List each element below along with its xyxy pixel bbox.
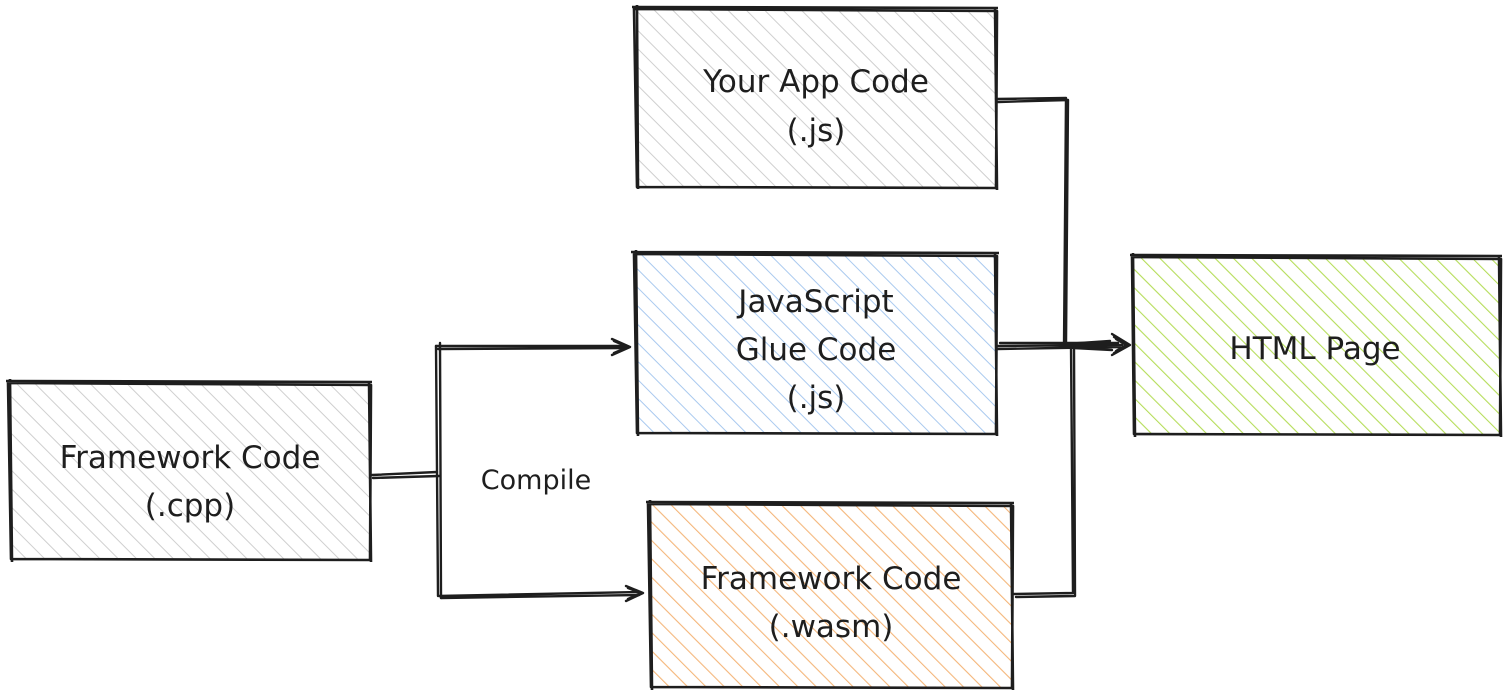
- framework-cpp-extension: (.cpp): [145, 488, 235, 524]
- arrowhead-to-framework-wasm: [624, 584, 645, 603]
- framework-wasm-title: Framework Code: [701, 561, 962, 597]
- glue-code-extension: (.js): [787, 380, 846, 416]
- node-framework-wasm: Framework Code (.wasm): [645, 499, 1015, 691]
- node-glue-code: JavaScript Glue Code (.js): [630, 249, 1000, 437]
- node-app-code: Your App Code (.js): [631, 4, 999, 191]
- glue-code-line-2: Glue Code: [736, 332, 897, 368]
- framework-cpp-title: Framework Code: [60, 440, 321, 476]
- node-html-page: HTML Page: [1129, 252, 1503, 438]
- edge-to-html-page: [994, 96, 1132, 599]
- arrowhead-to-glue-code: [610, 337, 632, 357]
- app-code-title: Your App Code: [702, 64, 929, 100]
- arrowhead-to-html-page: [1110, 332, 1132, 357]
- compile-label: Compile: [481, 465, 591, 496]
- node-framework-cpp: Framework Code (.cpp): [5, 378, 373, 563]
- edge-compile: Compile: [370, 337, 645, 603]
- app-code-extension: (.js): [787, 113, 846, 149]
- glue-code-line-1: JavaScript: [736, 284, 893, 320]
- html-page-title: HTML Page: [1229, 331, 1400, 367]
- framework-wasm-extension: (.wasm): [769, 609, 894, 645]
